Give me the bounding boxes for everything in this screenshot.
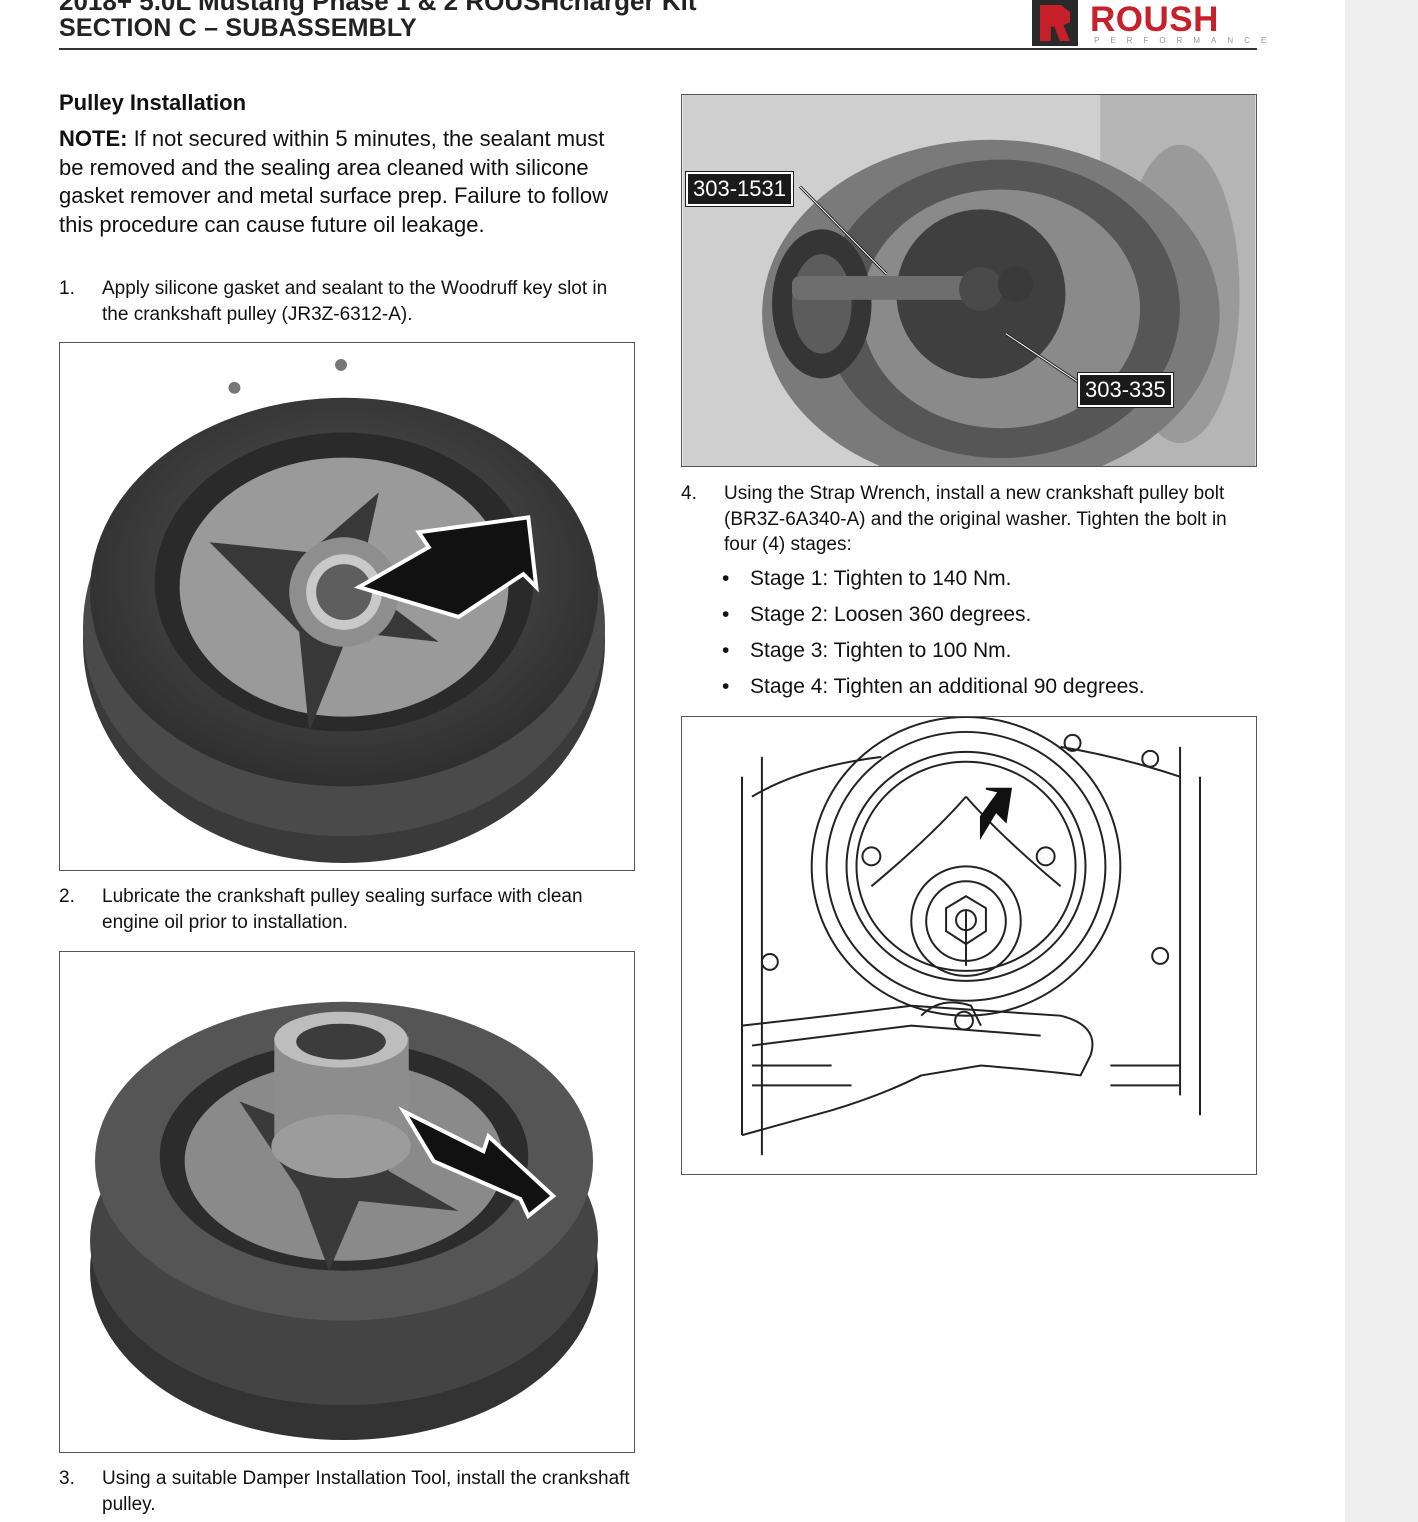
step-number: 2. <box>59 886 75 907</box>
figure-damper-tool: 303-1531 303-335 <box>681 94 1257 467</box>
stage-text: Stage 1: Tighten to 140 Nm. <box>750 567 1012 590</box>
damper-tool-illustration <box>682 95 1256 466</box>
callout-tool-303-1531: 303-1531 <box>685 171 794 207</box>
stage-text: Stage 3: Tighten to 100 Nm. <box>750 639 1012 662</box>
stage-item: • Stage 4: Tighten an additional 90 degre… <box>722 672 1262 708</box>
bullet-icon: • <box>722 639 730 662</box>
logo-wordmark: ROUSH <box>1090 0 1219 39</box>
step-text: Using the Strap Wrench, install a new cr… <box>724 483 1227 556</box>
document-title: 2018+ 5.0L Mustang Phase 1 & 2 ROUSHchar… <box>59 0 697 16</box>
stage-item: • Stage 2: Loosen 360 degrees. <box>722 600 1262 636</box>
note-label: NOTE: <box>59 126 128 151</box>
stage-text: Stage 4: Tighten an additional 90 degree… <box>750 675 1145 698</box>
bullet-icon: • <box>722 603 730 626</box>
step-number: 1. <box>59 278 75 299</box>
callout-tool-303-335: 303-335 <box>1077 372 1174 408</box>
stage-item: • Stage 1: Tighten to 140 Nm. <box>722 564 1262 600</box>
page-gutter <box>1345 0 1418 1522</box>
stage-item: • Stage 3: Tighten to 100 Nm. <box>722 636 1262 672</box>
step-text: Apply silicone gasket and sealant to the… <box>102 278 608 325</box>
content-heading: Pulley Installation <box>59 90 247 115</box>
section-title: SECTION C – SUBASSEMBLY <box>59 14 417 42</box>
step-text: Lubricate the crankshaft pulley sealing … <box>102 886 583 933</box>
header-divider <box>59 48 1257 50</box>
stage-text: Stage 2: Loosen 360 degrees. <box>750 603 1032 626</box>
pulley-keyslot-illustration <box>83 358 606 864</box>
figure-strap-wrench <box>681 716 1257 1175</box>
bullet-icon: • <box>722 567 730 590</box>
step-number: 3. <box>59 1468 75 1489</box>
step-number: 4. <box>681 483 697 504</box>
figure-pulley-keyslot <box>59 342 635 871</box>
figure-pulley-seal-surface <box>59 951 635 1453</box>
note-text: If not secured within 5 minutes, the sea… <box>59 126 609 237</box>
roush-logo: ROUSH PERFORMANCE <box>1032 0 1266 46</box>
tightening-stages-list: • Stage 1: Tighten to 140 Nm. • Stage 2: L… <box>722 564 1262 708</box>
roush-r-icon <box>1032 0 1078 46</box>
pulley-seal-surface-illustration <box>90 1001 598 1441</box>
logo-subtitle: PERFORMANCE <box>1094 36 1278 45</box>
bullet-icon: • <box>722 675 730 698</box>
step-text: Using a suitable Damper Installation Too… <box>102 1468 630 1515</box>
strap-wrench-line-drawing <box>740 717 1201 1156</box>
note-paragraph: NOTE: If not secured within 5 minutes, t… <box>59 125 619 239</box>
